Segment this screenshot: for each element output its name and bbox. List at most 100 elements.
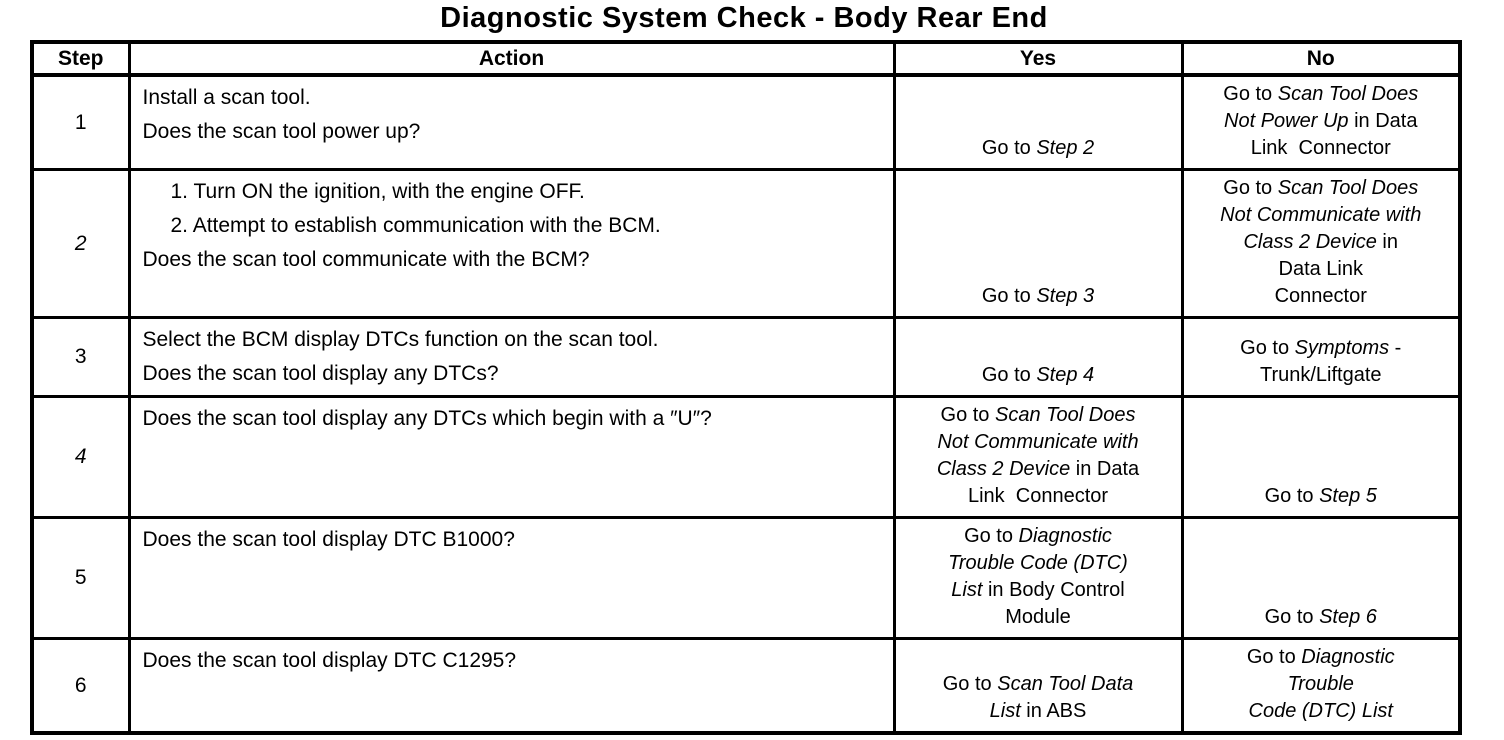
cell-text-line: Go to Step 3: [902, 283, 1175, 310]
plain-text: in ABS: [1020, 700, 1087, 722]
cell-text-line: Go to Scan Tool Does: [1190, 175, 1453, 202]
italic-reference-text: Step 2: [1036, 137, 1095, 159]
cell-text-line: Connector: [1190, 283, 1453, 310]
column-header-action: Action: [127, 40, 896, 77]
plain-text: Go to: [1264, 606, 1320, 628]
action-text-line: Does the scan tool communicate with the …: [142, 248, 590, 271]
no-cell: Go to Step 6: [1180, 516, 1462, 640]
table-row: 2 1. Turn ON the ignition, with the engin…: [30, 168, 1462, 319]
italic-reference-text: Step 4: [1036, 364, 1095, 386]
italic-reference-text: Scan Tool Does: [1277, 83, 1419, 105]
plain-text: in Body Control: [982, 579, 1125, 601]
step-cell: 2: [30, 168, 131, 319]
plain-text: Go to: [940, 404, 995, 426]
italic-reference-text: Class 2 Device: [936, 458, 1071, 480]
cell-text-line: Go to Step 4: [902, 362, 1175, 389]
table-body: 1 Install a scan tool. Does the scan tool …: [30, 73, 1462, 735]
cell-text-line: Go to Scan Tool Does: [1190, 81, 1453, 108]
table-row: 5 Does the scan tool display DTC B1000? Go…: [30, 516, 1462, 640]
cell-text-line: Go to Scan Tool Data: [902, 671, 1175, 698]
cell-text-line: List in ABS: [902, 698, 1175, 725]
italic-reference-text: Code (DTC) List: [1248, 700, 1393, 722]
plain-text: Go to: [964, 525, 1019, 547]
plain-text: Go to: [1264, 485, 1320, 507]
cell-text-line: Go to Symptoms -: [1190, 335, 1453, 362]
column-header-no: No: [1180, 40, 1462, 77]
action-text-line: Does the scan tool display any DTCs whic…: [142, 407, 712, 430]
italic-reference-text: List: [951, 579, 983, 601]
cell-text-line: Data Link: [1190, 256, 1453, 283]
plain-text: Go to: [1223, 83, 1278, 105]
plain-text: Connector: [1274, 285, 1367, 307]
plain-text: Go to: [1240, 337, 1295, 359]
cell-text-line: Trouble: [1190, 671, 1453, 698]
yes-cell: Go to Step 2: [892, 73, 1184, 171]
plain-text: -: [1389, 337, 1402, 359]
action-text-line: Does the scan tool display DTC B1000?: [142, 528, 515, 551]
action-text-line: Install a scan tool.: [142, 86, 311, 109]
cell-text-line: Link Connector: [1190, 135, 1453, 162]
plain-text: Data Link: [1278, 258, 1364, 280]
italic-reference-text: Not Communicate with: [937, 431, 1139, 453]
plain-text: Link Connector: [967, 485, 1109, 507]
step-cell: 5: [30, 516, 131, 640]
cell-text-line: Trouble Code (DTC): [902, 550, 1175, 577]
italic-reference-text: Class 2 Device: [1243, 231, 1377, 253]
column-header-yes: Yes: [892, 40, 1184, 77]
italic-reference-text: List: [989, 700, 1021, 722]
action-text-line: Does the scan tool display DTC C1295?: [142, 649, 517, 672]
cell-text-line: Link Connector: [902, 483, 1175, 510]
step-cell: 4: [30, 395, 131, 519]
plain-text: Go to: [981, 285, 1037, 307]
italic-reference-text: Scan Tool Does: [1277, 177, 1419, 199]
action-text-line: Does the scan tool display any DTCs?: [142, 362, 499, 385]
action-cell: 1. Turn ON the ignition, with the engine…: [127, 168, 896, 319]
action-cell: Does the scan tool display any DTCs whic…: [127, 395, 896, 519]
cell-text-line: Trunk/Liftgate: [1190, 362, 1453, 389]
no-cell: Go to Symptoms -Trunk/Liftgate: [1180, 316, 1462, 398]
plain-text: Go to: [1223, 177, 1278, 199]
column-header-step: Step: [30, 40, 131, 77]
plain-text: Link Connector: [1250, 137, 1391, 159]
cell-text-line: Not Communicate with: [902, 429, 1175, 456]
step-cell: 6: [30, 637, 131, 735]
cell-text-line: List in Body Control: [902, 577, 1175, 604]
italic-reference-text: Scan Tool Does: [995, 404, 1136, 426]
italic-reference-text: Not Power Up: [1224, 110, 1349, 132]
table-row: 1 Install a scan tool. Does the scan tool …: [30, 73, 1462, 171]
italic-reference-text: Step 3: [1036, 285, 1095, 307]
italic-reference-text: Trouble: [1287, 673, 1354, 695]
plain-text: Module: [1005, 606, 1071, 628]
no-cell: Go to Step 5: [1180, 395, 1462, 519]
table-row: 6 Does the scan tool display DTC C1295? Go…: [30, 637, 1462, 735]
italic-reference-text: Trouble Code (DTC): [948, 552, 1128, 574]
cell-text-line: Code (DTC) List: [1190, 698, 1453, 725]
action-text-line: Select the BCM display DTCs function on …: [142, 328, 659, 351]
cell-text-line: Go to Diagnostic: [902, 523, 1175, 550]
action-cell: Install a scan tool. Does the scan tool p…: [127, 73, 896, 171]
plain-text: in: [1376, 231, 1398, 253]
plain-text: in Data: [1070, 458, 1140, 480]
cell-text-line: Module: [902, 604, 1175, 631]
italic-reference-text: Not Communicate with: [1220, 204, 1422, 226]
plain-text: Go to: [981, 137, 1037, 159]
action-text-line: Does the scan tool power up?: [142, 120, 421, 143]
action-text-line: 1. Turn ON the ignition, with the engine…: [170, 180, 585, 203]
yes-cell: Go to Step 4: [892, 316, 1184, 398]
step-cell: 1: [30, 73, 131, 171]
action-cell: Select the BCM display DTCs function on …: [127, 316, 896, 398]
cell-text-line: Go to Scan Tool Does: [902, 402, 1175, 429]
italic-reference-text: Step 5: [1319, 485, 1377, 507]
table-row: 4 Does the scan tool display any DTCs whi…: [30, 395, 1462, 519]
italic-reference-text: Symptoms: [1294, 337, 1390, 359]
cell-text-line: Class 2 Device in Data: [902, 456, 1175, 483]
cell-text-line: Go to Diagnostic: [1190, 644, 1453, 671]
